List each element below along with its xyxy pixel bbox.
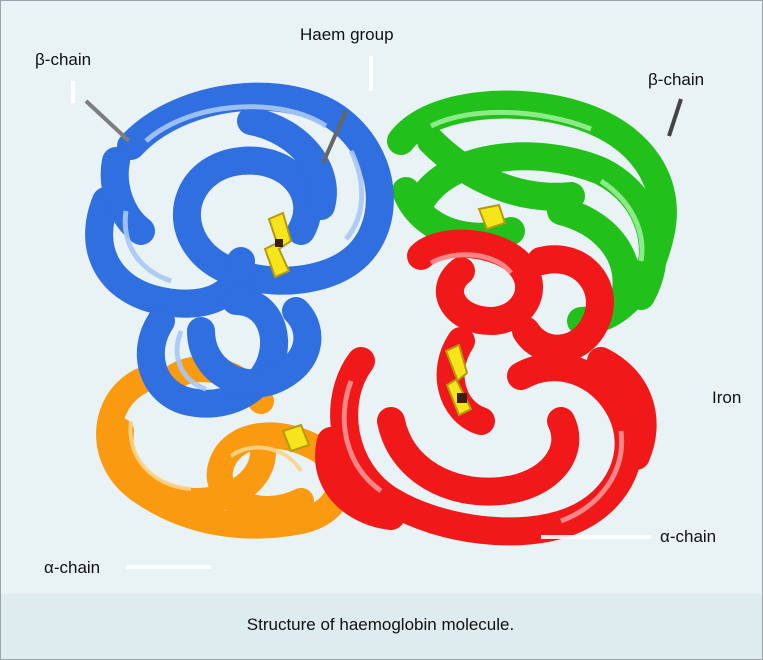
caption-band	[1, 594, 762, 659]
alpha-chain-right-label: α-chain	[660, 527, 717, 546]
beta-chain-right-shape	[387, 90, 677, 335]
figure-caption: Structure of haemoglobin molecule.	[246, 615, 515, 634]
iron-label: Iron	[712, 388, 742, 407]
beta-chain-left-shape	[85, 82, 394, 418]
haemoglobin-illustration	[71, 56, 706, 569]
leader-lines	[71, 56, 706, 569]
beta-chain-left-label: β-chain	[35, 50, 92, 69]
haem-group-label: Haem group	[300, 25, 394, 44]
beta-chain-right-label: β-chain	[648, 70, 705, 89]
alpha-chain-left-label: α-chain	[44, 558, 101, 577]
iron-atoms	[275, 239, 467, 403]
